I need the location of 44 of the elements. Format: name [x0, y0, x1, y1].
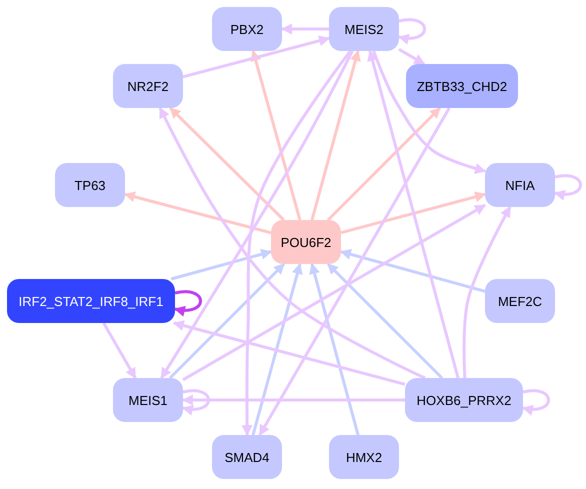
self-loop-arrow — [182, 389, 210, 415]
arrow — [462, 206, 512, 378]
arrow — [168, 262, 286, 380]
arrow — [309, 262, 360, 436]
gene-node: MEIS1 — [113, 378, 183, 422]
arrow — [326, 262, 444, 380]
arrow — [367, 50, 460, 378]
gene-node: MEIS2 — [329, 7, 399, 51]
self-loop-arrow — [522, 389, 550, 415]
gene-node: PBX2 — [212, 7, 282, 51]
gene-node: HMX2 — [329, 435, 399, 479]
arrow — [340, 192, 486, 234]
arrow — [182, 394, 405, 406]
arrow — [372, 50, 486, 174]
arrow — [258, 107, 451, 436]
self-loop-arrow — [398, 18, 426, 44]
self-loop-arrow — [174, 290, 202, 316]
arrow — [102, 322, 137, 379]
gene-node: IRF2_STAT2_IRF8_IRF1 — [7, 279, 175, 323]
arrow — [172, 320, 406, 386]
arrow — [398, 48, 426, 66]
self-loop-arrow — [554, 174, 582, 200]
arrow — [310, 50, 361, 220]
gene-node: ZBTB33_CHD2 — [406, 64, 518, 108]
arrow — [250, 50, 302, 220]
gene-node: HOXB6_PRRX2 — [405, 378, 523, 422]
gene-node: POU6F2 — [271, 220, 341, 264]
gene-node: NR2F2 — [113, 64, 183, 108]
arrow — [169, 106, 285, 222]
gene-node: TP63 — [55, 163, 125, 207]
arrow — [340, 248, 486, 293]
gene-node: SMAD4 — [212, 435, 282, 479]
arrow — [242, 50, 352, 436]
arrow — [280, 24, 329, 34]
arrow — [182, 204, 486, 382]
gene-node: NFIA — [485, 163, 555, 207]
arrow — [252, 262, 303, 436]
arrow — [124, 191, 272, 234]
arrow — [160, 50, 354, 379]
arrow — [182, 35, 330, 78]
arrow — [170, 248, 272, 280]
gene-node: MEF2C — [485, 279, 555, 323]
arrow — [158, 107, 426, 380]
arrow — [326, 106, 442, 222]
